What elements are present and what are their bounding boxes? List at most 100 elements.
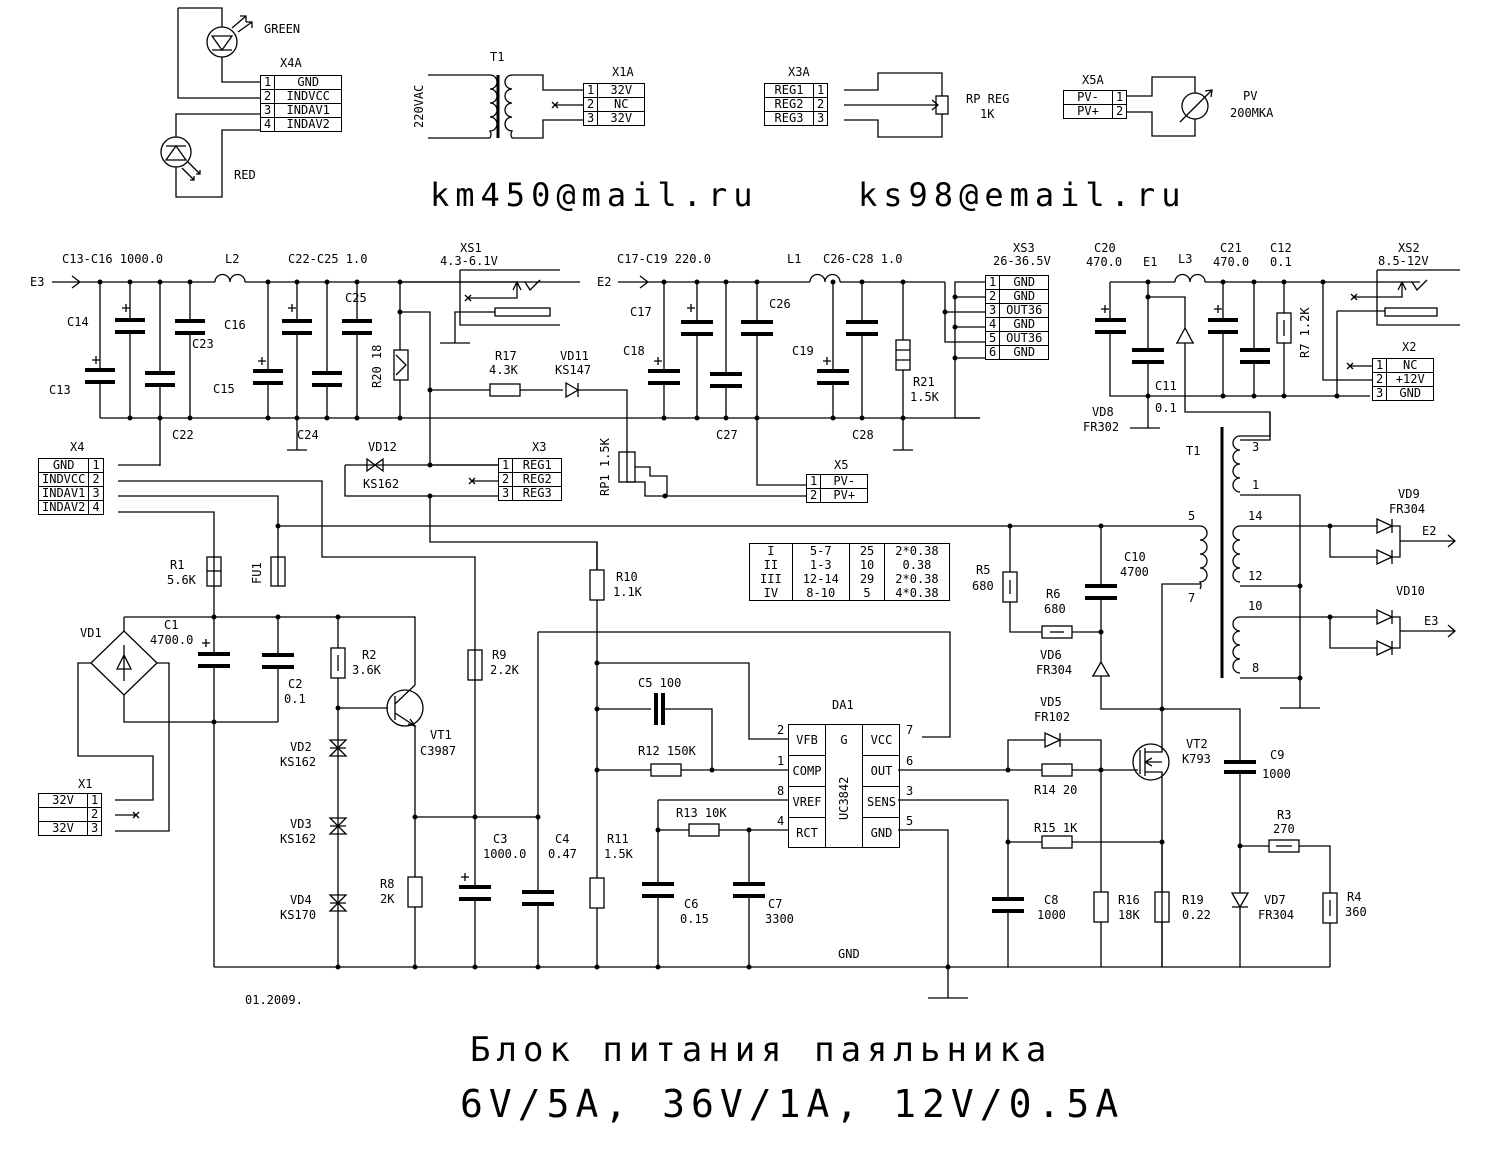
label-vd11: VD11 [560, 349, 589, 363]
value-r16: 18K [1118, 908, 1140, 922]
label-c26-c28: C26-C28 1.0 [823, 252, 903, 266]
pin-signal: REG2 [764, 97, 814, 112]
value-vd3: KS162 [280, 832, 317, 846]
label-c28: C28 [852, 428, 874, 442]
pin-signal: 32V [597, 111, 646, 126]
value-c21: 470.0 [1213, 255, 1250, 269]
green-led-label: GREEN [264, 22, 301, 36]
value-vd9: FR304 [1389, 502, 1426, 516]
xs3-title: XS3 [1013, 241, 1035, 255]
pin-signal: GND [999, 275, 1050, 290]
pin-signal: REG3 [764, 111, 814, 126]
ic-pin-out: OUT [863, 756, 900, 787]
label-r8: R8 [380, 877, 395, 891]
pin-signal: REG1 [512, 458, 563, 473]
red-led-wire [175, 113, 262, 198]
winding-row: II 1-3 10 0.38 [749, 558, 950, 572]
value-r2: 3.6K [352, 663, 381, 677]
pin-number: 2 [497, 472, 514, 487]
x5-title: X5 [834, 458, 849, 472]
label-vd2: VD2 [290, 740, 312, 754]
label-c17-c19: C17-C19 220.0 [617, 252, 711, 266]
label-r13: R13 10K [676, 806, 727, 820]
pin-number: 1 [1111, 90, 1128, 105]
label-vd9: VD9 [1398, 487, 1420, 501]
pin-signal [38, 807, 88, 822]
label-c7: C7 [768, 897, 783, 911]
label-r1: R1 [170, 558, 185, 572]
value-c11: 0.1 [1155, 401, 1177, 415]
value-r21: 1.5K [910, 390, 939, 404]
winding-wire: 2*0.38 [884, 572, 950, 586]
pin-number: 1 [812, 83, 829, 98]
label-c13-c16: C13-C16 1000.0 [62, 252, 164, 266]
label-c5: C5 100 [638, 676, 682, 690]
label-r12: R12 150K [638, 744, 696, 758]
pin-number: 4 [984, 317, 1001, 332]
pin-number: 6 [984, 345, 1001, 360]
pin-number: 3 [582, 111, 599, 126]
pin-number: 2 [805, 488, 822, 503]
pin-number: 2 [582, 97, 599, 112]
label-r11: R11 [607, 832, 629, 846]
t1-pin: 14 [1248, 509, 1263, 523]
pin-number: 2 [984, 289, 1001, 304]
ic-pin-num: 7 [906, 723, 914, 737]
label-c22: C22 [172, 428, 194, 442]
red-led-label: RED [234, 168, 256, 182]
winding-iii [1232, 525, 1241, 583]
pin-signal: OUT36 [999, 303, 1050, 318]
pin-number: 1 [259, 75, 276, 90]
value-vd11: KS147 [555, 363, 592, 377]
winding-pins: 8-10 [791, 586, 850, 601]
value-c2: 0.1 [284, 692, 306, 706]
pin-number: 3 [984, 303, 1001, 318]
value-vd6: FR304 [1036, 663, 1073, 677]
value-c20: 470.0 [1086, 255, 1123, 269]
pin-signal: INDAV2 [37, 500, 90, 515]
ic-pin-num: 6 [906, 754, 914, 768]
ic-pin-rct: RCT [796, 826, 818, 840]
winding-id: II [749, 558, 793, 572]
pin-signal: REG3 [512, 486, 563, 501]
label-vd1: VD1 [80, 626, 102, 640]
xs2-title: XS2 [1398, 241, 1420, 255]
meter-value: 200MKA [1230, 106, 1274, 120]
gnd-bus-label: GND [838, 947, 860, 961]
value-r11: 1.5K [604, 847, 633, 861]
label-r14: R14 20 [1034, 783, 1078, 797]
winding-turns: 29 [848, 572, 886, 586]
pin-signal: 32V [38, 821, 88, 836]
label-c1: C1 [164, 618, 179, 632]
winding-iv [1232, 616, 1241, 674]
label-c23: C23 [192, 337, 214, 351]
label-r5: R5 [976, 563, 991, 577]
ic-pin-vcc: VCC [863, 725, 900, 756]
ic-pin-num: 1 [777, 754, 785, 768]
label-r6: R6 [1046, 587, 1061, 601]
t1-pin: 10 [1248, 599, 1263, 613]
value-vt2: K793 [1182, 752, 1211, 766]
winding-row: IV 8-10 5 4*0.38 [749, 586, 950, 601]
label-vd10: VD10 [1396, 584, 1425, 598]
label-vd6: VD6 [1040, 648, 1062, 662]
label-c10: C10 [1124, 550, 1146, 564]
label-vd12: VD12 [368, 440, 397, 454]
x5a-title: X5A [1082, 73, 1104, 87]
ic-pin-gnd: GND [870, 826, 893, 840]
pin-number: 1 [582, 83, 599, 98]
transistor-vt1 [386, 689, 424, 727]
x4-title: X4 [70, 440, 85, 454]
value-c1: 4700.0 [150, 633, 194, 647]
label-vt1: VT1 [430, 728, 452, 742]
label-vd7: VD7 [1264, 893, 1286, 907]
contact-email-1: km450@mail.ru [430, 176, 759, 214]
pin-number: 2 [86, 807, 103, 822]
red-led [160, 136, 201, 181]
pin-signal: PV+ [1063, 104, 1113, 119]
value-vd7: FR304 [1258, 908, 1295, 922]
pin-signal: GND [37, 458, 90, 473]
pin-number: 4 [259, 117, 276, 132]
label-r2: R2 [362, 648, 377, 662]
